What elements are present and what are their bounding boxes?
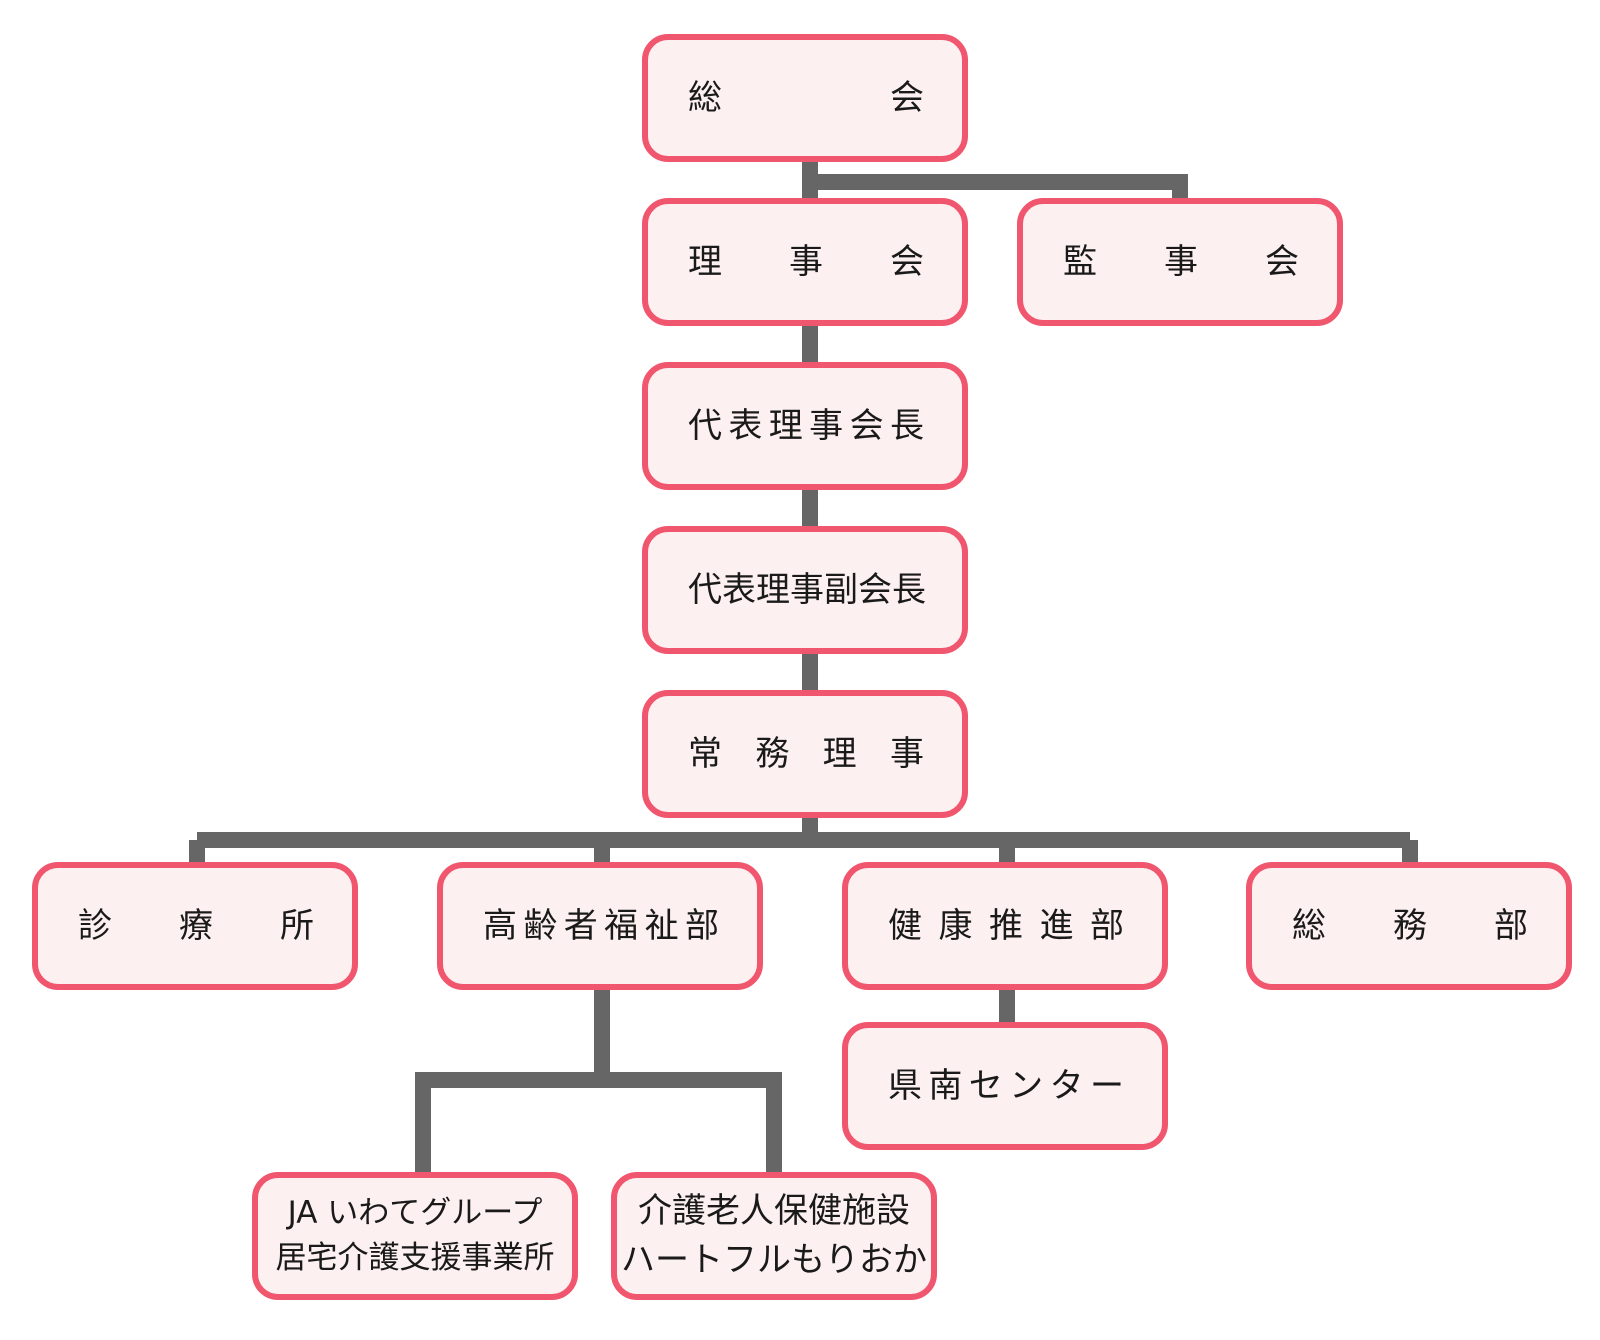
node-health-promotion-dept[interactable]: 健康推進部 (842, 862, 1168, 990)
node-label: 理事会 (688, 245, 924, 279)
care-facility-line2: ハートフルもりおか (621, 1240, 927, 1280)
node-label-char: 会 (858, 570, 892, 610)
node-label-char: 健 (888, 906, 922, 946)
node-label-char: ン (1009, 1066, 1044, 1106)
node-label-char: 康 (938, 906, 973, 946)
node-general-affairs-dept[interactable]: 総務部 (1246, 862, 1572, 990)
node-label: 診療所 (78, 909, 314, 943)
node-label-char: 代 (688, 406, 722, 446)
edge-general-assembly-auditors (810, 174, 1188, 198)
node-label-char: ー (1089, 1066, 1124, 1106)
node-label-char: 部 (1090, 906, 1124, 946)
node-label-char: 推 (989, 906, 1023, 946)
care-facility-line1: 介護老人保健施設 (638, 1190, 910, 1231)
node-label-char: 会 (890, 242, 924, 282)
node-care-support-office[interactable]: JA いわてグループ 居宅介護支援事業所 (252, 1172, 578, 1300)
node-label-char: 理 (768, 406, 803, 446)
node-label-char: 表 (728, 406, 763, 446)
node-label: 代表理事副会長 (688, 570, 926, 610)
node-kennan-center[interactable]: 県南センター (842, 1022, 1168, 1150)
node-care-facility[interactable]: 介護老人保健施設 ハートフルもりおか (611, 1172, 937, 1300)
node-label-char: 事 (889, 734, 924, 774)
node-label-char: 事 (1164, 242, 1198, 282)
node-clinic[interactable]: 診療所 (32, 862, 358, 990)
node-label-char: 南 (928, 1066, 963, 1106)
node-representative-chairman[interactable]: 代表理事会長 (642, 362, 968, 490)
node-label-char: 事 (789, 242, 823, 282)
node-label: 常務理事 (688, 737, 924, 771)
node-board-of-directors[interactable]: 理事会 (642, 198, 968, 326)
node-label-char: 理 (756, 570, 790, 610)
node-label-char: 務 (755, 734, 790, 774)
node-label-char: 会 (890, 78, 924, 118)
node-label: 総会 (688, 81, 924, 115)
node-label-char: 県 (888, 1066, 922, 1106)
node-label-char: 部 (1494, 906, 1528, 946)
node-label-char: 長 (889, 406, 924, 446)
node-label-char: 総 (1292, 906, 1326, 946)
node-label-char: 祉 (644, 906, 679, 946)
node-label-char: 会 (1265, 242, 1299, 282)
node-label-char: 診 (78, 906, 112, 946)
node-label-char: 者 (563, 906, 598, 946)
node-label-char: セ (968, 1066, 1003, 1106)
node-label-char: 表 (722, 570, 756, 610)
node-managing-director[interactable]: 常務理事 (642, 690, 968, 818)
node-label-char: 療 (179, 906, 213, 946)
node-label-char: 代 (688, 570, 722, 610)
node-label: 監事会 (1063, 245, 1299, 279)
node-representative-vice-chairman[interactable]: 代表理事副会長 (642, 526, 968, 654)
node-label-char: 福 (604, 906, 639, 946)
node-label: 総務部 (1292, 909, 1528, 943)
node-label: 健康推進部 (888, 909, 1124, 943)
node-board-of-auditors[interactable]: 監事会 (1017, 198, 1343, 326)
node-label-char: 事 (790, 570, 824, 610)
node-label-char: 監 (1063, 242, 1097, 282)
node-label-char: 所 (280, 906, 314, 946)
node-label-char: 長 (892, 570, 926, 610)
node-label: 高齢者福祉部 (483, 909, 719, 943)
node-label-char: 常 (688, 734, 722, 774)
node-general-assembly[interactable]: 総会 (642, 34, 968, 162)
node-label-char: 副 (824, 570, 858, 610)
node-label-char: 事 (809, 406, 844, 446)
node-label-char: 理 (688, 242, 722, 282)
node-label-char: タ (1049, 1066, 1084, 1106)
node-label-char: 高 (483, 906, 517, 946)
node-label-char: 総 (688, 78, 722, 118)
care-support-office-line2: 居宅介護支援事業所 (275, 1240, 555, 1276)
node-label: 県南センター (888, 1069, 1124, 1103)
node-label-char: 会 (849, 406, 884, 446)
node-label-char: 進 (1039, 906, 1074, 946)
edge-elderly-branches (415, 1072, 782, 1172)
care-support-office-line1: JA いわてグループ (287, 1195, 543, 1232)
node-elderly-welfare-dept[interactable]: 高齢者福祉部 (437, 862, 763, 990)
node-label-char: 務 (1393, 906, 1427, 946)
node-label-char: 部 (684, 906, 719, 946)
node-label-char: 齢 (523, 906, 558, 946)
node-label: 代表理事会長 (688, 409, 924, 443)
node-label-char: 理 (822, 734, 857, 774)
